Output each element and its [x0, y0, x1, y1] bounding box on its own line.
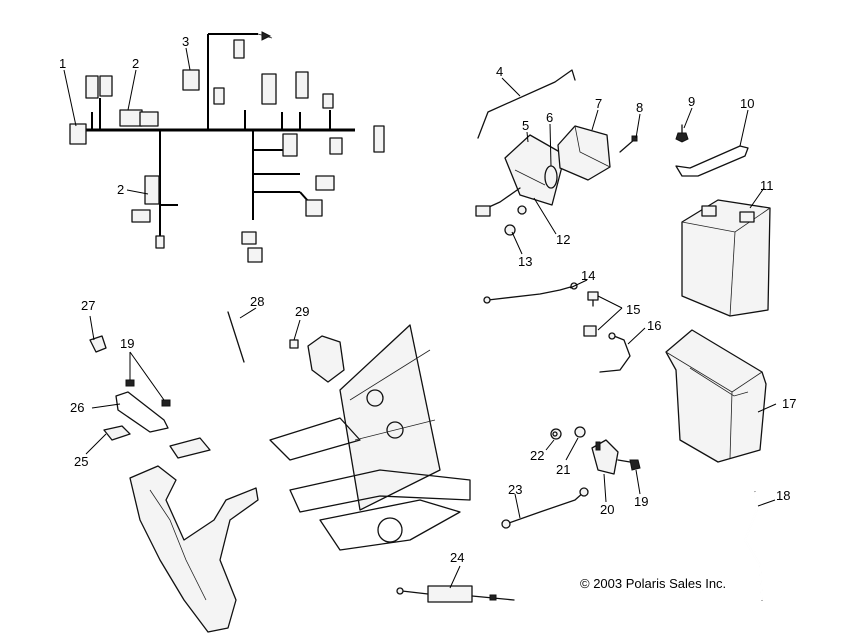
callout-1: 1	[59, 56, 66, 71]
tail-light-assembly	[475, 69, 638, 236]
callout-27: 27	[81, 298, 95, 313]
callout-18: 18	[776, 488, 790, 503]
callout-26: 26	[70, 400, 84, 415]
battery-group	[675, 124, 771, 317]
callout-19: 19	[120, 336, 134, 351]
callout-17: 17	[782, 396, 796, 411]
callout-9: 9	[688, 94, 695, 109]
callout-28: 28	[250, 294, 264, 309]
callout-15: 15	[626, 302, 640, 317]
solenoid-group	[501, 426, 641, 529]
callout-25: 25	[74, 454, 88, 469]
vent-tube	[743, 491, 763, 601]
callout-12: 12	[556, 232, 570, 247]
callout-7: 7	[595, 96, 602, 111]
callout-3: 3	[182, 34, 189, 49]
wiring-harness	[69, 31, 385, 263]
main-frame	[269, 324, 471, 551]
callout-24: 24	[450, 550, 464, 565]
copyright-notice: © 2003 Polaris Sales Inc.	[580, 576, 727, 591]
callout-13: 13	[518, 254, 532, 269]
callout-14: 14	[581, 268, 595, 283]
callout-21: 21	[556, 462, 570, 477]
callout-19: 19	[634, 494, 648, 509]
callout-2: 2	[132, 56, 139, 71]
callout-8: 8	[636, 100, 643, 115]
callout-22: 22	[530, 448, 544, 463]
battery-cables	[483, 282, 631, 373]
callout-11: 11	[760, 178, 774, 193]
callout-4: 4	[496, 64, 503, 79]
callout-29: 29	[295, 304, 309, 319]
callout-2: 2	[117, 182, 124, 197]
leader-lines	[63, 47, 777, 589]
front-bumper-group	[103, 379, 259, 633]
callout-23: 23	[508, 482, 522, 497]
callout-10: 10	[740, 96, 754, 111]
callout-6: 6	[546, 110, 553, 125]
inline-fuse-wire	[396, 585, 515, 603]
callout-20: 20	[600, 502, 614, 517]
callout-labels: 1 2 2 3 4 5 6 7 8 9 10 11 12 13 14 15 16…	[59, 34, 796, 565]
battery-box	[665, 329, 767, 463]
callout-5: 5	[522, 118, 529, 133]
callout-16: 16	[647, 318, 661, 333]
